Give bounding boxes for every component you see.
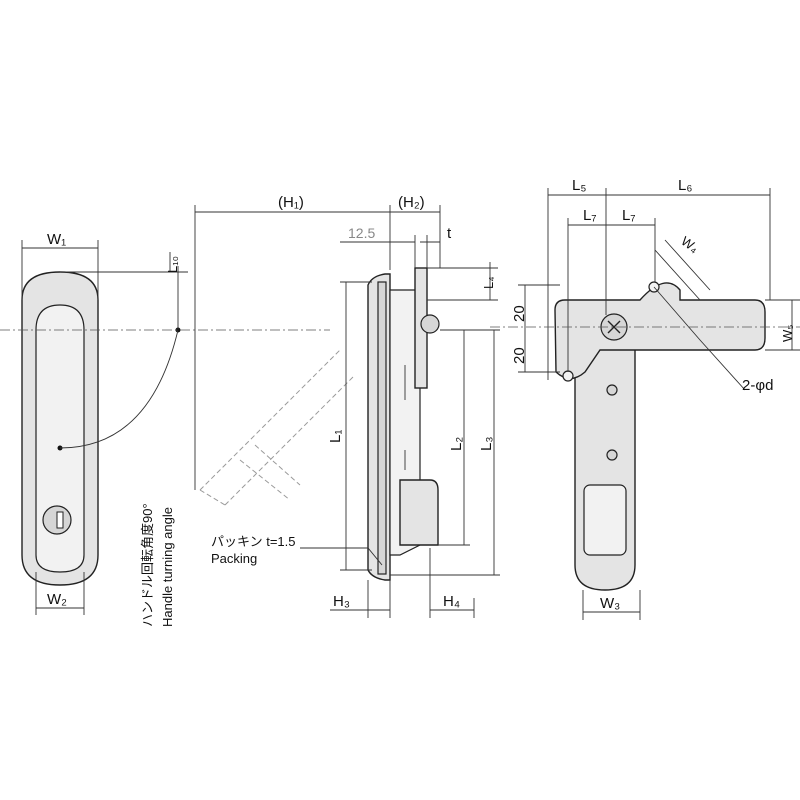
label-packing-jp: パッキン t=1.5 [211,534,296,549]
packing [377,281,387,575]
label-l2: L₂ [448,437,465,451]
l3-dim [390,329,500,576]
key-slot [56,511,64,529]
label-l1: L₁ [327,430,344,443]
w2-dim [35,572,85,615]
side-shaft [420,314,440,334]
label-w5: W₅ [780,324,795,342]
label-h3: H₃ [333,593,350,610]
l1-dim [340,281,372,571]
label-l5: L₅ [572,177,586,194]
cam-bar [554,282,766,380]
rear-view [490,188,800,620]
label-l3: L₃ [478,437,495,451]
side-lock-housing [399,479,439,546]
h1-dim [194,205,391,490]
label-l6: L₆ [678,177,692,194]
label-holes: 2-φd [742,377,773,394]
l4-dim [427,262,498,301]
rear-hole-1 [606,384,618,396]
label-h2: (H₂) [398,194,425,211]
h2-dim [390,205,441,268]
holes-leader [653,286,746,391]
label-h4: H₄ [443,593,460,610]
label-l7-left: L₇ [583,207,597,224]
rear-lock-pad [583,484,627,556]
label-l7-right: L₇ [622,207,636,224]
side-view [194,205,500,618]
label-w2: W₂ [47,591,67,608]
label-h1: (H₁) [278,194,304,211]
mount-hole-lower [562,370,574,382]
h3-dim [330,580,391,618]
w1-dim [21,240,99,300]
label-w1: W₁ [47,231,66,248]
label-packing-en: Packing [211,551,257,566]
dim-20-20 [518,284,560,373]
t-dim [420,235,440,268]
l5-l6-dim [547,188,771,380]
label-20-top: 20 [511,305,528,322]
turned-handle-ghost [199,349,356,506]
label-t: t [447,225,452,242]
label-l4: L₄ [481,276,496,289]
h4-dim [429,548,475,618]
w3-dim [582,590,641,620]
label-w4: W₄ [678,233,701,255]
shaft-cross [607,320,621,334]
label-20-bottom: 20 [511,347,528,364]
l7-dim [567,218,656,372]
label-w3: W₃ [600,595,620,612]
label-handle-angle-jp: ハンドル回転角度90° [140,503,155,627]
label-12-5: 12.5 [348,225,375,241]
rear-hole-2 [606,449,618,461]
label-handle-angle-en: Handle turning angle [160,507,175,627]
front-handle [35,304,85,573]
front-view [0,240,330,615]
label-l10: L₁₀ [165,256,180,273]
dim-12-5-line [340,235,416,268]
packing-leader [300,547,383,566]
turning-arc [59,329,179,449]
w4-dim [654,239,711,301]
w5-dim [765,299,800,351]
